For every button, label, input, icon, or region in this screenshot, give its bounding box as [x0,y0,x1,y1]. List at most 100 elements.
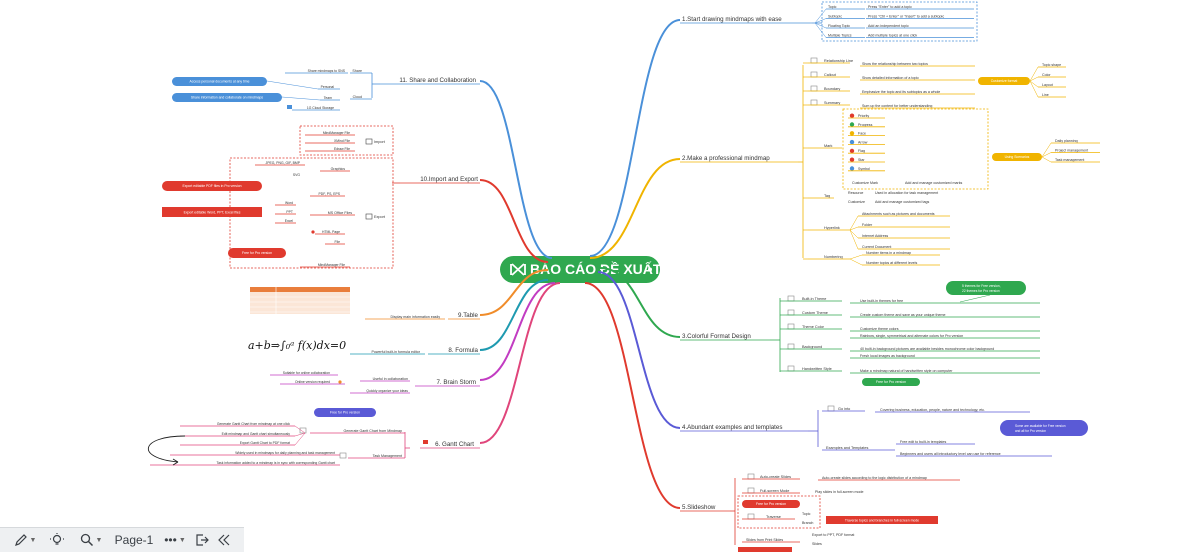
mark-item: Flag [858,149,865,153]
search-icon [80,533,93,547]
customize-format-node-shape[interactable] [978,77,1030,85]
folder-icon [365,213,373,220]
folder-icon [365,138,373,145]
tag-item: Customize [848,200,865,204]
numbering-topic: Numbering [824,255,843,259]
branch-2-label[interactable]: 2.Make a professional mindmap [682,155,770,162]
go-into-detail: Covering business, education, people, na… [880,408,985,412]
branch-2-subtopic: Callout [824,73,837,77]
laser-pointer-button[interactable] [40,528,74,553]
feature-icon [810,85,818,92]
import-topic: Import [374,140,386,144]
connector-line [294,432,306,446]
free-pro-node-6-shape[interactable] [314,408,376,417]
exit-presentation-button[interactable] [190,528,214,553]
brainstorm-item: Online version required [295,380,330,384]
mark-item: Face [858,132,866,136]
branch-1-line [589,19,681,257]
connector-line [849,229,859,239]
office-topic: MS Office Files [328,211,352,215]
branch-4-line [597,271,681,429]
branch-2-subtopic: Relationship Line [824,59,853,63]
examples-item: Free edit to built-in templates [900,440,947,444]
team-note-shape[interactable] [172,93,282,102]
central-topic-title: BÁO CÁO ĐỀ XUẤT [530,261,662,277]
branch-3-label[interactable]: 3.Colorful Format Design [682,333,751,340]
branch-7-label[interactable]: 7. Brain Storm [436,379,476,386]
format-item: Topic shape [1042,63,1061,67]
examples-note-node-shape[interactable] [1000,420,1088,436]
import-boundary [299,125,394,156]
branch-11-label[interactable]: 11. Share and Collaboration [399,77,476,84]
tag-topic: Tag [824,194,830,198]
office-item: PPT [286,210,293,214]
more-options-button[interactable]: •••▼ [164,533,186,547]
numbering-item: Number topics at different levels [866,261,917,265]
themes-note-node-shape[interactable] [946,281,1026,295]
export-ppt-item: Slides [812,542,822,546]
branch-3-detail: Customize theme colors [860,327,899,331]
mark-item: Star [858,158,865,162]
free-pro-node-10-label: Free for Pro version [242,251,272,255]
free-pro-node-3-shape[interactable] [862,378,920,386]
connector-line [814,22,827,38]
slides-icon [747,473,755,480]
branch-1-detail: Add multiple topics at one click [868,34,917,38]
relationship-arrow [147,435,186,463]
cloud-team: Team [324,96,332,100]
export-ppt-detail: Export to PPT, PDF format [812,533,854,537]
graphics-item: JPEG, PNG, GIF, BMP [266,161,301,165]
branch-3-subtopic: Background [802,345,822,349]
table-body [250,292,350,314]
export-pdf-note-shape[interactable] [162,181,262,191]
mark-icon [849,139,855,145]
branch-8-label[interactable]: 8. Formula [448,347,478,354]
examples-item: Beginners and users all introductory lev… [900,452,1001,456]
connector-line [1041,142,1052,158]
format-item: Layout [1042,83,1053,87]
online-icon [338,380,342,384]
connector-line [1029,80,1039,88]
connector-line [814,18,827,24]
branch-7-line [479,282,556,381]
graphics-item: SVG [293,173,301,177]
collapse-toolbar-button[interactable] [214,528,234,553]
brainstorm-item: Suitable for online collaboration [283,371,330,375]
free-pro-node-10-shape[interactable] [228,248,286,258]
import-item: XMind File [334,139,350,143]
branch-4-label[interactable]: 4.Abundant examples and templates [682,424,782,431]
free-pro-node-5-shape[interactable] [742,500,800,508]
fullscreen-detail: Play slides in full-screen mode [815,490,864,494]
hyperlink-topic: Hyperlink [824,226,840,230]
branch-9-label[interactable]: 9.Table [458,312,479,319]
more-icon: ••• [164,533,177,547]
pen-tool-button[interactable]: ▼ [10,528,40,553]
mark-icon [849,148,855,154]
branch-5-label[interactable]: 5.Slideshow [682,504,716,511]
branch-6-line [479,282,561,444]
examples-topic: Examples and Templates [826,446,868,450]
branch-2-detail: Sum up the content for better understand… [862,104,932,108]
gantt-gen-icon [299,427,307,434]
connector-line [849,258,863,266]
task-item: Widely used in mindmaps for daily planni… [235,451,335,455]
office-item: Excel [285,219,294,223]
scenario-item: Project management [1055,149,1088,153]
branch-6-label[interactable]: 6. Gantt Chart [435,441,474,448]
mark-boundary [842,108,989,190]
branch-1-label[interactable]: 1.Start drawing mindmaps with ease [682,16,782,23]
page-selector[interactable]: Page-1 [114,533,154,547]
personal-note-shape[interactable] [172,77,267,86]
mark-icon [849,131,855,136]
mark-icon [849,166,855,171]
cloud-icon [287,105,292,109]
zoom-button[interactable]: ▼ [74,528,108,553]
using-scenarios-node-shape[interactable] [992,153,1042,161]
scenario-item: Daily planning [1055,139,1078,143]
themes-note-line-2: 22 themes for Pro version [962,289,1000,293]
branch-9-line [479,269,549,316]
branch-2-subtopic: Boundary [824,87,840,91]
branch-10-label[interactable]: 10.Import and Export [420,176,478,183]
connector-line [849,229,859,250]
